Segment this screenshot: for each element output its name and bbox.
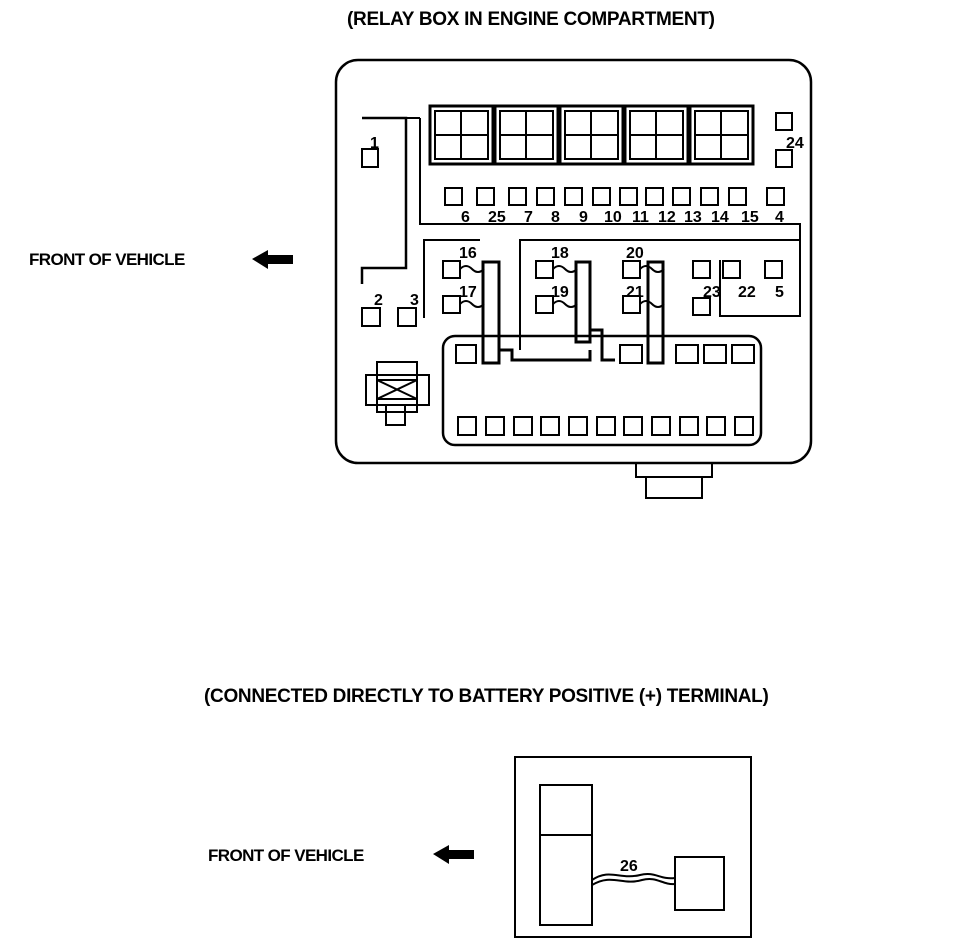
fuse-label-11: 11 — [632, 209, 649, 226]
arrow-left-icon — [252, 250, 293, 269]
fuse-label-14: 14 — [711, 209, 729, 226]
front-of-vehicle-label-top: FRONT OF VEHICLE — [29, 250, 185, 269]
fuse-label-19: 19 — [551, 284, 569, 301]
battery-fusible-link-housing — [539, 784, 593, 926]
arrow-left-icon — [433, 845, 474, 864]
relay-box-mount-tab-inner — [645, 476, 703, 499]
front-of-vehicle-label-bottom: FRONT OF VEHICLE — [208, 846, 364, 865]
fuse-label-1: 1 — [370, 135, 379, 152]
battery-terminal-box — [514, 756, 752, 938]
relay-box-title: (RELAY BOX IN ENGINE COMPARTMENT) — [347, 9, 715, 30]
fuse-label-26: 26 — [620, 858, 638, 875]
fuse-label-9: 9 — [579, 209, 588, 226]
fuse-label-17: 17 — [459, 284, 477, 301]
fuse-label-18: 18 — [551, 245, 569, 262]
connector-upper-row — [455, 344, 755, 364]
fuse-label-24: 24 — [786, 135, 804, 152]
relay-box-housing — [334, 58, 813, 465]
fuse-label-10: 10 — [604, 209, 622, 226]
battery-terminal-title: (CONNECTED DIRECTLY TO BATTERY POSITIVE … — [204, 686, 769, 707]
fuse-label-2: 2 — [374, 292, 383, 309]
fuse-label-3: 3 — [410, 292, 419, 309]
fuse-label-20: 20 — [626, 245, 644, 262]
fuse-label-13: 13 — [684, 209, 702, 226]
fuse-label-21: 21 — [626, 284, 644, 301]
fuse-number-labels: 1 2 3 4 5 6 7 8 9 10 11 12 13 14 15 16 1… — [370, 135, 804, 309]
connector-lower-row — [457, 416, 754, 436]
relay-box-mount-tab — [635, 462, 713, 478]
fuse-label-25: 25 — [488, 209, 506, 226]
connector-block — [441, 334, 763, 447]
fuse-label-7: 7 — [524, 209, 533, 226]
fuse-label-8: 8 — [551, 209, 560, 226]
fuse-label-12: 12 — [658, 209, 676, 226]
fuse-label-15: 15 — [741, 209, 759, 226]
fuse-label-23: 23 — [703, 284, 721, 301]
fuse-label-22: 22 — [738, 284, 756, 301]
fuse-label-5: 5 — [775, 284, 784, 301]
fuse-row — [444, 187, 785, 206]
relay-row — [428, 104, 755, 166]
fuse-label-16: 16 — [459, 245, 477, 262]
fuse-label-4: 4 — [775, 209, 784, 226]
left-connector — [365, 361, 430, 426]
fuse-label-6: 6 — [461, 209, 470, 226]
battery-fusible-link-block — [674, 856, 725, 911]
